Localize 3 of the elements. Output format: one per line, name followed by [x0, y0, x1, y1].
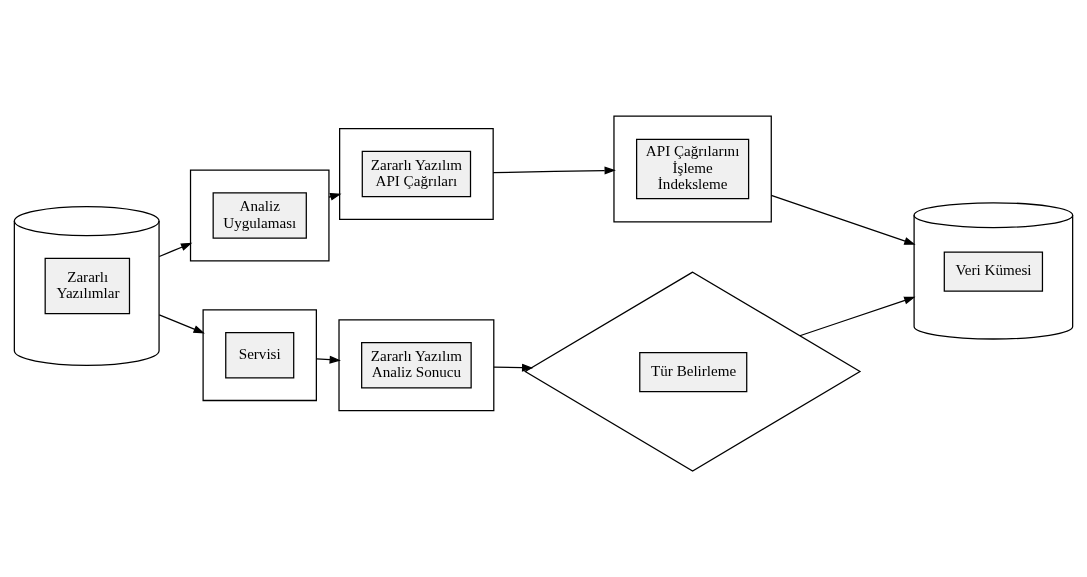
node-text: Veri Kümesi	[955, 262, 1032, 279]
node-text: Zararlı Yazılımlar	[56, 268, 120, 302]
node-text: Tür Belirleme	[651, 363, 737, 380]
